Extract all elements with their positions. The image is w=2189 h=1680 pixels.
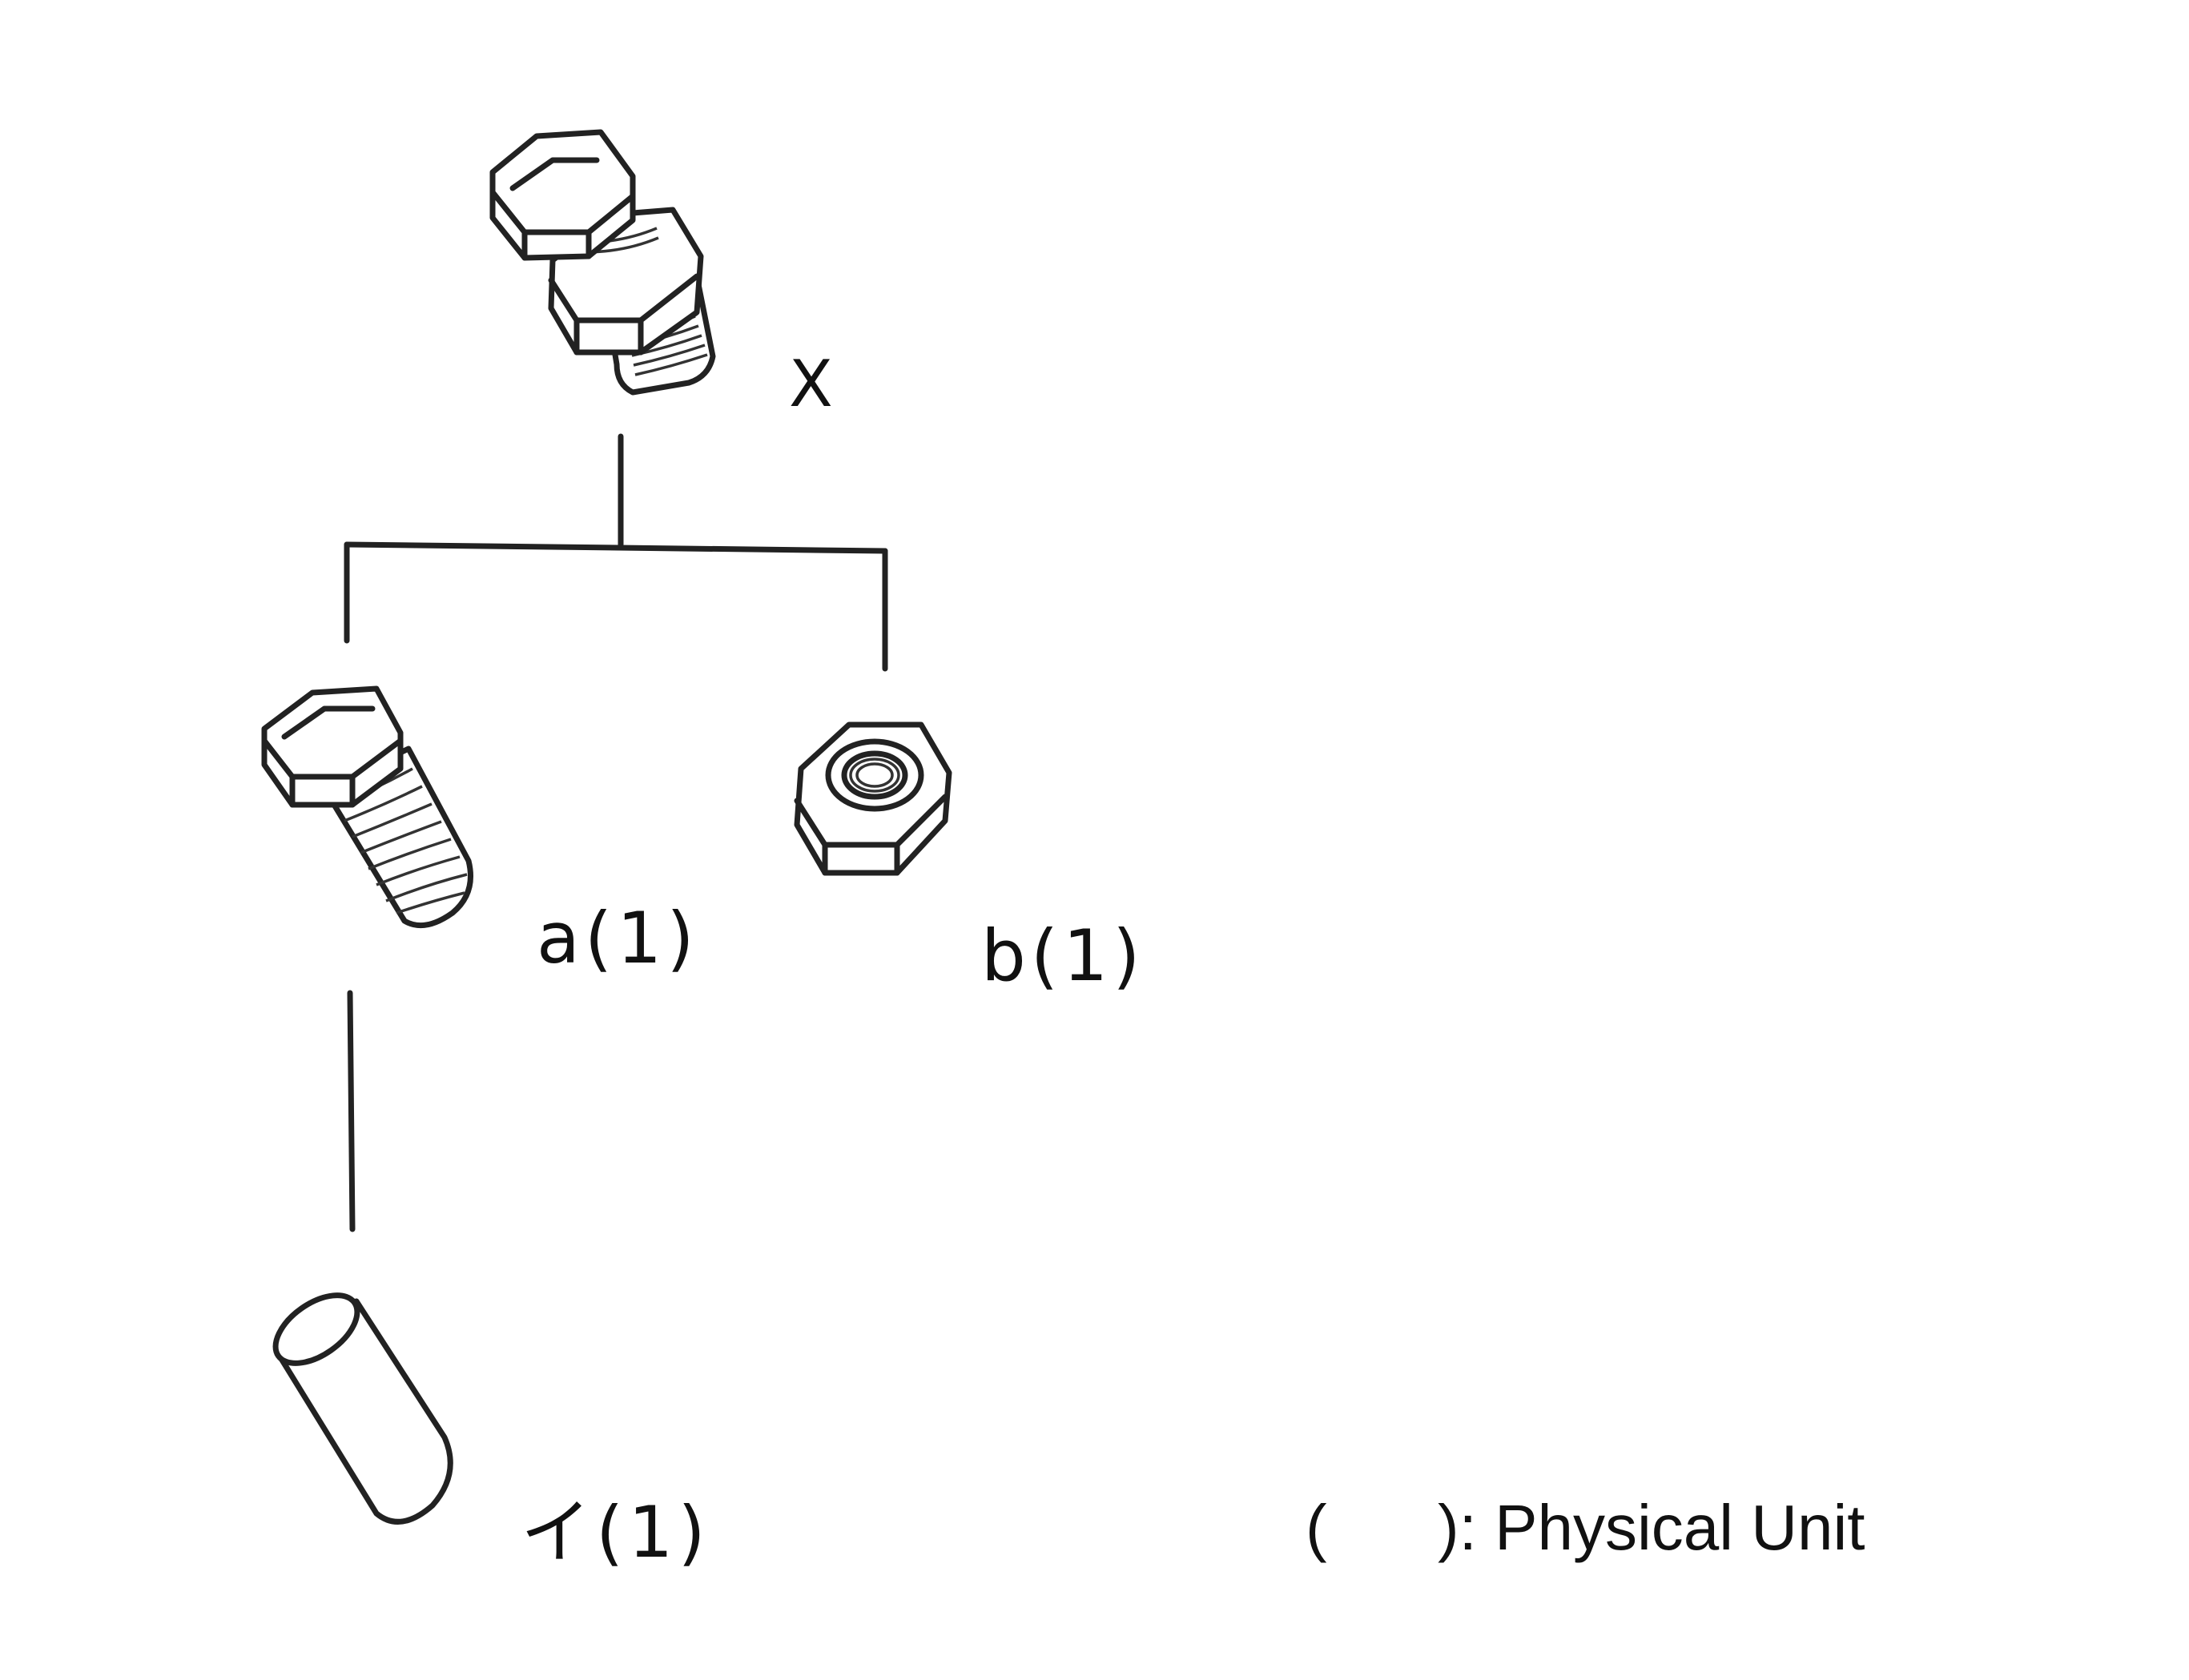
hex-nut-icon — [794, 721, 952, 876]
legend-open-paren: ( — [1306, 1492, 1327, 1563]
label-i: イ(1) — [521, 1491, 710, 1573]
connector-a-to-i — [347, 990, 356, 1232]
connector-horizontal-bar — [344, 541, 888, 554]
label-x: X — [789, 347, 838, 421]
label-b: b(1) — [981, 914, 1145, 997]
connector-lines — [344, 433, 888, 1232]
cylindrical-rod-icon — [272, 1292, 453, 1525]
hex-bolt-icon — [261, 685, 473, 929]
bolt-nut-assembly-icon — [489, 129, 716, 396]
legend-text: ): Physical Unit — [1438, 1492, 1865, 1563]
label-a: a(1) — [537, 897, 699, 979]
